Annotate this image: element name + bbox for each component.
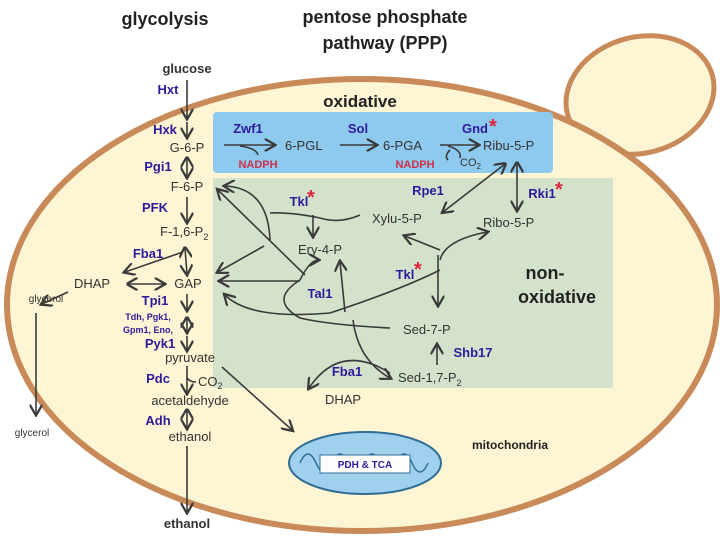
ppp-title-2: pathway (PPP) <box>322 33 447 53</box>
xylu-5-p: Xylu-5-P <box>372 211 422 226</box>
tkl-1-star: * <box>307 187 315 209</box>
rki1-star: * <box>555 179 563 201</box>
enzyme-tkl-2: Tkl <box>396 267 415 282</box>
enzyme-hxk: Hxk <box>153 122 178 137</box>
mitochondrion <box>288 431 442 495</box>
enzyme-adh: Adh <box>145 413 170 428</box>
enzymes-lower-2: Gpm1, Eno, <box>123 325 173 335</box>
6-pgl: 6-PGL <box>285 138 323 153</box>
ery-4-p: Ery-4-P <box>298 242 342 257</box>
co2-pdc: CO2 <box>198 374 223 391</box>
bud <box>563 33 717 157</box>
pyruvate: pyruvate <box>165 350 215 365</box>
enzyme-gnd: Gnd <box>462 121 488 136</box>
glycerol-extracellular: glycerol <box>15 428 49 439</box>
nonoxidative-label-1: non- <box>526 263 565 283</box>
ppp-title-1: pentose phosphate <box>302 7 467 27</box>
glucose: glucose <box>162 61 211 76</box>
g6p: G-6-P <box>170 140 205 155</box>
nadph-zwf1: NADPH <box>238 159 277 171</box>
tkl-2-star: * <box>414 259 422 281</box>
sed-1-7-p2: Sed-1,7-P2 <box>398 370 462 388</box>
glycerol-intracellular: glycerol <box>29 294 63 305</box>
enzyme-zwf1: Zwf1 <box>233 121 263 136</box>
mitochondria-label: mitochondria <box>472 438 548 452</box>
dhap-ppp: DHAP <box>325 392 361 407</box>
dhap: DHAP <box>74 276 110 291</box>
enzyme-fba1: Fba1 <box>133 246 163 261</box>
f6p: F-6-P <box>171 179 204 194</box>
ribu-5-p: Ribu-5-P <box>483 138 534 153</box>
nadph-gnd: NADPH <box>395 159 434 171</box>
oxidative-box <box>213 112 553 173</box>
enzyme-tal1: Tal1 <box>307 286 332 301</box>
enzyme-pfk: PFK <box>142 200 169 215</box>
enzyme-sol: Sol <box>348 121 368 136</box>
ethanol-extracellular: ethanol <box>164 516 210 531</box>
enzyme-rki1: Rki1 <box>528 186 555 201</box>
enzyme-shb17: Shb17 <box>453 345 492 360</box>
enzyme-pdc: Pdc <box>146 371 170 386</box>
f16p2: F-1,6-P2 <box>160 224 208 242</box>
enzyme-hxt: Hxt <box>158 82 180 97</box>
enzyme-fba1-ppp: Fba1 <box>332 364 362 379</box>
enzyme-tkl-1: Tkl <box>290 194 309 209</box>
enzyme-rpe1: Rpe1 <box>412 183 444 198</box>
enzyme-pyk1: Pyk1 <box>145 336 175 351</box>
ethanol-intracellular: ethanol <box>169 429 212 444</box>
enzyme-pgi1: Pgi1 <box>144 159 171 174</box>
gnd-star: * <box>489 116 497 138</box>
enzymes-lower-1: Tdh, Pgk1, <box>125 312 171 322</box>
ribo-5-p: Ribo-5-P <box>483 215 534 230</box>
6-pga: 6-PGA <box>383 138 422 153</box>
acetaldehyde: acetaldehyde <box>151 393 228 408</box>
oxidative-label: oxidative <box>323 92 397 111</box>
mito-label: PDH & TCA <box>338 460 392 471</box>
sed-7-p: Sed-7-P <box>403 322 451 337</box>
enzyme-tpi1: Tpi1 <box>142 293 169 308</box>
gap: GAP <box>174 276 201 291</box>
glycolysis-title: glycolysis <box>121 9 208 29</box>
nonoxidative-label-2: oxidative <box>518 287 596 307</box>
